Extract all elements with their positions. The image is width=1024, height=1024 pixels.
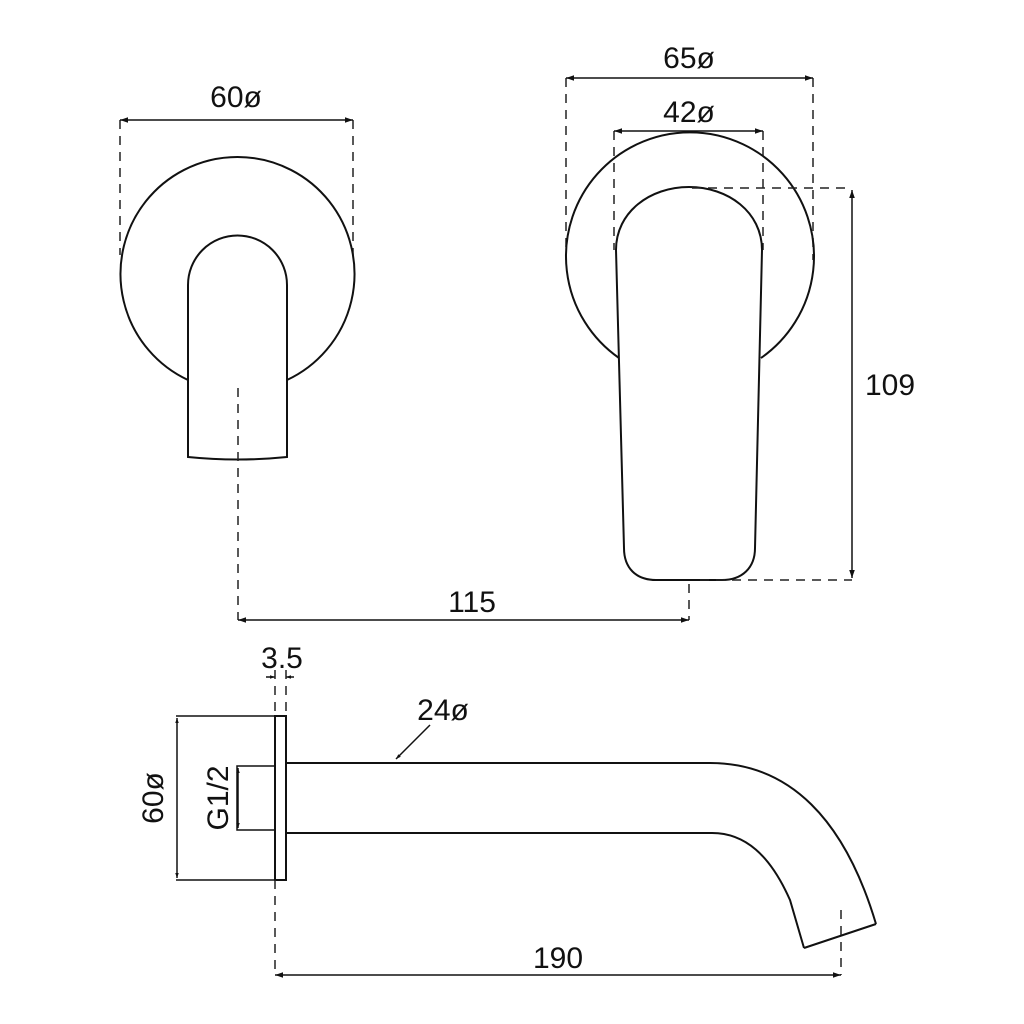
center-distance-dimension: 115 [238, 586, 689, 623]
spout-plate-diameter-label: 60ø [210, 81, 262, 114]
spout-projection-label: 190 [533, 942, 583, 975]
mixer-handle-width-label: 42ø [663, 96, 715, 129]
spout-body [187, 234, 288, 461]
thread-outline [236, 765, 275, 831]
spout-wall-plate [119, 156, 356, 381]
mixer-front-view: 65ø 42ø 109 [565, 42, 915, 620]
spout-pipe-top-edge [286, 762, 877, 925]
spout-front-view: 60ø [119, 81, 356, 620]
spout-side-view: 3.5 60ø G1/2 24ø 190 [137, 642, 877, 978]
pipe-diameter-leader [395, 724, 431, 760]
mixer-wall-plate [565, 131, 815, 359]
spout-pipe-bottom-edge [286, 832, 805, 949]
thread-size-label: G1/2 [202, 765, 235, 830]
plate-thickness-label: 3.5 [261, 642, 303, 675]
mixer-plate-diameter-label: 65ø [663, 42, 715, 75]
pipe-diameter-label: 24ø [417, 694, 469, 727]
mixer-handle [614, 185, 764, 581]
side-wall-plate [274, 715, 287, 881]
center-distance-label: 115 [448, 586, 496, 619]
side-plate-diameter-label: 60ø [137, 772, 170, 824]
spout-outlet [803, 923, 877, 949]
mixer-height-label: 109 [865, 369, 915, 402]
